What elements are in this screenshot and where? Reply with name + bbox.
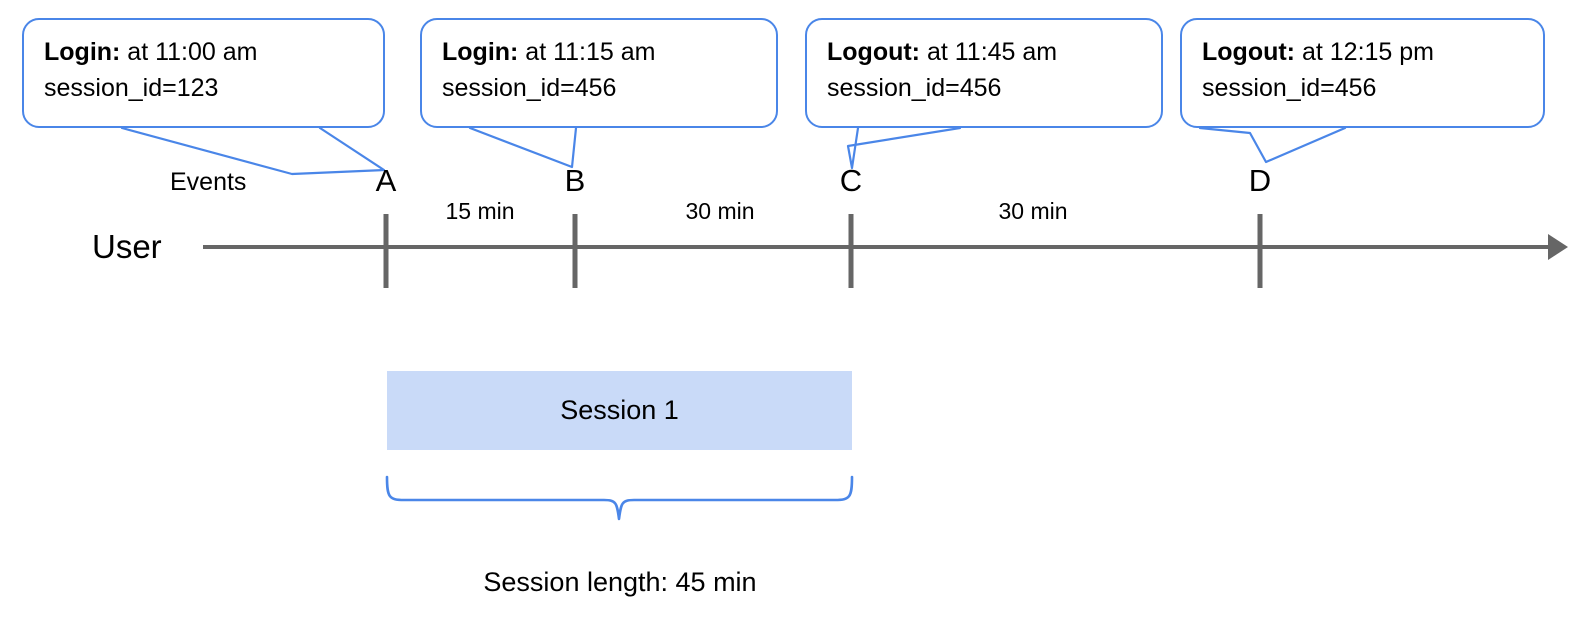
event-label-b: B <box>564 163 586 198</box>
callout-tail-b <box>468 126 578 169</box>
session-length-label: Session length: 45 min <box>483 567 757 597</box>
callout-tail-c <box>846 126 962 170</box>
callout-b-lead: Login: <box>442 38 519 66</box>
callout-d-session: session_id=456 <box>1202 74 1377 102</box>
row-label-user: User <box>92 228 162 265</box>
callout-d-time: at 12:15 pm <box>1295 38 1434 66</box>
event-label-c: C <box>839 163 863 198</box>
callout-d-lead: Logout: <box>1202 38 1296 66</box>
gap-label-cd: 30 min <box>998 198 1068 224</box>
callout-event-c: Logout: at 11:45 am session_id=456 <box>805 18 1163 128</box>
callout-b-time: at 11:15 am <box>518 38 656 66</box>
callout-tail-a <box>120 126 386 176</box>
gap-label-bc: 30 min <box>685 198 755 224</box>
event-label-a: A <box>375 163 397 198</box>
session-bar: Session 1 <box>387 371 852 450</box>
session-bar-label: Session 1 <box>560 395 679 425</box>
row-label-events: Events <box>170 168 247 196</box>
callout-c-lead: Logout: <box>827 38 921 66</box>
event-label-d: D <box>1248 163 1272 198</box>
callout-a-time: at 11:00 am <box>120 38 258 66</box>
callout-event-a: Login: at 11:00 am session_id=123 <box>22 18 385 128</box>
callout-tail-d <box>1198 126 1347 164</box>
callout-a-lead: Login: <box>44 38 121 66</box>
timeline-arrowhead <box>1548 234 1568 260</box>
callout-event-d: Logout: at 12:15 pm session_id=456 <box>1180 18 1545 128</box>
callout-event-b: Login: at 11:15 am session_id=456 <box>420 18 778 128</box>
session-brace <box>385 475 854 521</box>
callout-a-session: session_id=123 <box>44 74 219 102</box>
callout-b-session: session_id=456 <box>442 74 617 102</box>
callout-c-time: at 11:45 am <box>920 38 1058 66</box>
gap-label-ab: 15 min <box>445 198 515 224</box>
callout-c-session: session_id=456 <box>827 74 1002 102</box>
